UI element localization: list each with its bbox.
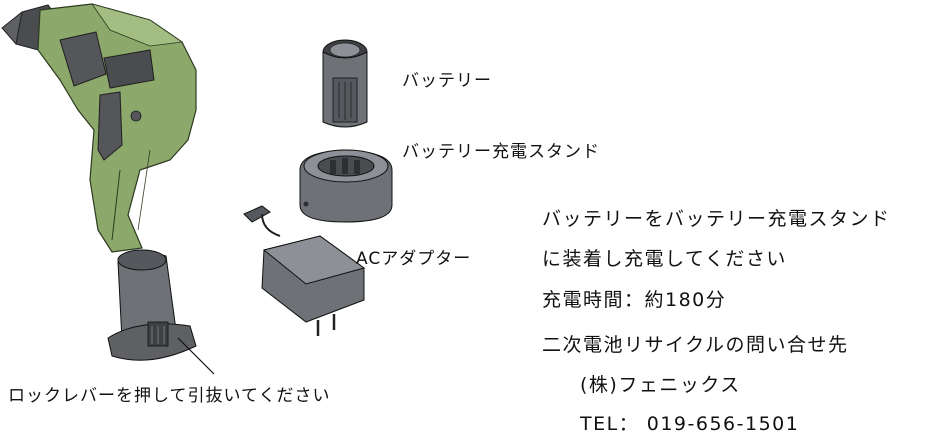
charging-stand-label: バッテリー充電スタンド [402, 142, 600, 162]
battery-drawing [322, 39, 368, 128]
battery-label: バッテリー [402, 71, 492, 91]
ac-adapter-label: ACアダプター [356, 249, 472, 269]
charging-stand-drawing [299, 149, 393, 223]
lock-lever-leader-line [177, 337, 215, 375]
instruction-line-1: バッテリーをバッテリー充電スタンド [542, 208, 891, 230]
lock-lever-label: ロックレバーを押して引抜いてください [8, 386, 331, 406]
company-name: (株)フェニックス [580, 374, 741, 396]
charging-time-text: 充電時間：約180分 [542, 289, 727, 311]
ac-adapter-drawing [243, 205, 366, 336]
battery-bottom-drawing [107, 249, 197, 361]
telephone-number: TEL： 019-656-1501 [580, 413, 800, 435]
cordless-screwdriver-drawing [1, 3, 197, 253]
recycling-contact-heading: 二次電池リサイクルの問い合せ先 [542, 334, 849, 356]
instruction-line-2: に装着し充電してください [542, 248, 787, 270]
